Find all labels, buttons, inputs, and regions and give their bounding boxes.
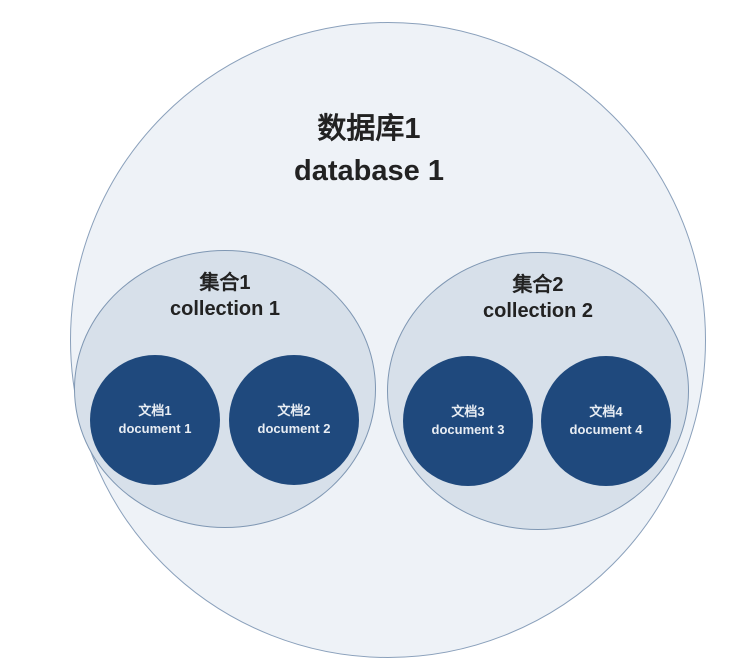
document-1: 文档1 document 1 bbox=[90, 355, 220, 485]
document-4-en: document 4 bbox=[569, 422, 643, 437]
document-3-en: document 3 bbox=[431, 422, 505, 437]
document-4-cn: 文档4 bbox=[589, 404, 623, 419]
collection-2-title-en: collection 2 bbox=[482, 300, 594, 322]
document-2-en: document 2 bbox=[257, 421, 331, 436]
database-label: 数据库1 database 1 bbox=[0, 108, 738, 192]
database-title-en: database 1 bbox=[294, 155, 444, 187]
document-1-cn: 文档1 bbox=[138, 403, 172, 418]
collection-1-title-cn: 集合1 bbox=[199, 272, 251, 294]
collection-1-title-en: collection 1 bbox=[169, 298, 281, 320]
document-1-en: document 1 bbox=[118, 421, 192, 436]
document-2-cn: 文档2 bbox=[277, 403, 311, 418]
collection-1-label: 集合1 collection 1 bbox=[74, 270, 376, 322]
document-2: 文档2 document 2 bbox=[229, 355, 359, 485]
database-title-cn: 数据库1 bbox=[317, 113, 421, 145]
document-4: 文档4 document 4 bbox=[541, 356, 671, 486]
document-3-cn: 文档3 bbox=[451, 404, 485, 419]
collection-2-title-cn: 集合2 bbox=[512, 274, 564, 296]
collection-2-label: 集合2 collection 2 bbox=[387, 272, 689, 324]
document-3: 文档3 document 3 bbox=[403, 356, 533, 486]
